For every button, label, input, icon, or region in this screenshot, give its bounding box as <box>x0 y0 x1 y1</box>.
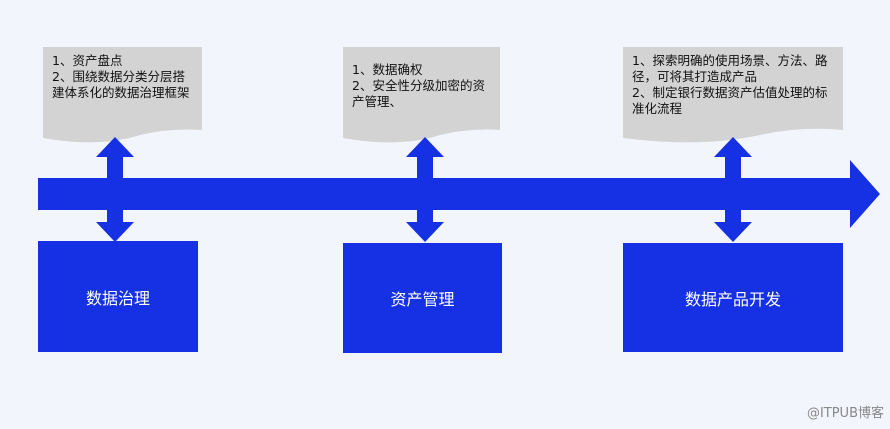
stage-note-1: 1、资产盘点 2、围绕数据分类分层搭建体系化的数据治理框架 <box>52 53 190 100</box>
stage-title-1: 数据治理 <box>85 288 150 308</box>
watermark: @ITPUB博客 <box>806 406 884 421</box>
stage-title-2: 资产管理 <box>390 290 455 309</box>
stage-box-2 <box>343 243 502 353</box>
note-shape-2 <box>343 47 500 143</box>
note-shape-3 <box>623 47 843 143</box>
stage-note-2: 1、数据确权 2、安全性分级加密的资产管理、 <box>352 62 485 109</box>
double-arrow-2 <box>406 137 444 242</box>
stage-title-3: 数据产品开发 <box>684 289 781 309</box>
note-shape-1 <box>43 47 202 143</box>
double-arrow-1 <box>96 137 134 242</box>
timeline-arrow <box>38 160 880 228</box>
stage-box-3 <box>623 243 843 352</box>
stage-box-1 <box>38 241 198 352</box>
stage-note-3: 1、探索明确的使用场景、方法、路径，可将其打造成产品 2、制定银行数据资产估值处… <box>632 53 828 116</box>
double-arrow-3 <box>714 137 752 242</box>
